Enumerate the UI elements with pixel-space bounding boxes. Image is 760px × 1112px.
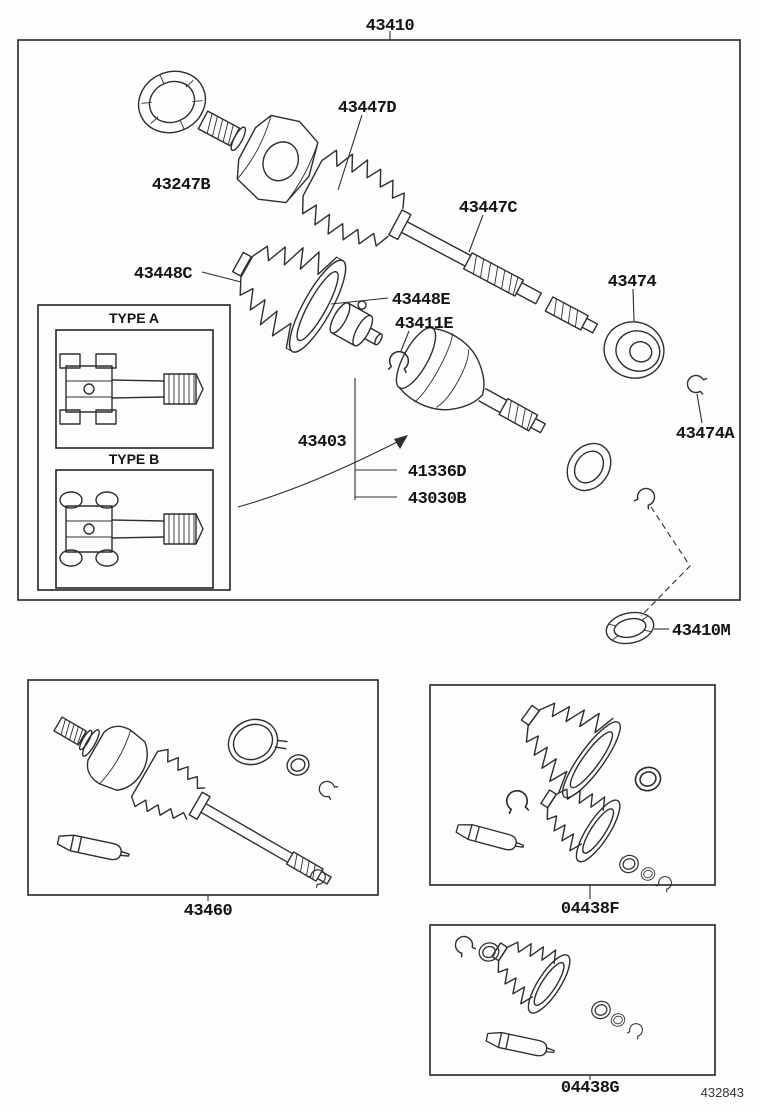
ring-41336d-drawing — [566, 442, 612, 492]
driveshaft-subfigure — [27, 679, 379, 896]
subfigure-label-04438g: 04438G — [561, 1079, 620, 1098]
small-clip-drawing — [451, 932, 477, 958]
inboard-bootkit-subfigure — [429, 924, 716, 1076]
damper-clamp-drawing — [684, 372, 708, 396]
callout-43448e: 43448E — [392, 291, 451, 310]
small-ring-drawing — [631, 763, 665, 795]
page-code: 432843 — [701, 1085, 744, 1100]
leader-lines — [201, 31, 703, 1080]
small-ring-drawing — [588, 998, 614, 1022]
type-b-joint-drawing — [59, 491, 204, 567]
grease-tube-drawing — [55, 831, 132, 864]
small-ring-drawing — [283, 751, 313, 779]
outboard-driveshaft-drawing — [197, 110, 599, 334]
small-ring-drawing — [609, 1011, 627, 1029]
oil-seal-drawing — [605, 611, 655, 645]
driveshaft-subfigure-drawing — [53, 716, 332, 885]
callout-43403: 43403 — [298, 433, 347, 452]
callout-43448c: 43448C — [134, 265, 193, 284]
callout-41336d: 41336D — [408, 463, 467, 482]
type-b-label: TYPE B — [109, 451, 160, 467]
tripod-spider-drawing — [329, 300, 383, 347]
callout-43447c: 43447C — [459, 199, 518, 218]
boot-clamp-large-drawing — [227, 718, 288, 766]
callout-43410: 43410 — [366, 17, 415, 36]
boot-clamp-drawing — [504, 788, 530, 815]
callout-43411e: 43411E — [395, 315, 454, 334]
bootkit-inboard-boot-drawing — [491, 941, 571, 1014]
pointer-arrow — [237, 435, 408, 508]
grease-tube-drawing — [484, 1029, 557, 1060]
bootkit-small-boot-drawing — [540, 788, 621, 863]
small-ring-drawing — [616, 852, 642, 876]
callout-43410m: 43410M — [672, 622, 731, 641]
shaft-clip-drawing — [633, 484, 659, 510]
grease-tube-drawing — [454, 820, 526, 855]
callout-43447d: 43447D — [338, 99, 397, 118]
type-a-label: TYPE A — [109, 310, 159, 326]
callout-43030b: 43030B — [408, 490, 467, 509]
subfigure-label-43460: 43460 — [184, 902, 233, 921]
small-ring-drawing — [639, 865, 657, 883]
dashed-leader — [640, 506, 691, 617]
callout-43474: 43474 — [608, 273, 657, 292]
assembly-outline-box — [17, 39, 741, 601]
callout-43247b: 43247B — [152, 176, 211, 195]
small-clip-drawing — [315, 777, 339, 801]
inboard-joint-drawing — [395, 326, 546, 434]
small-clip-drawing — [655, 873, 675, 893]
small-clip-drawing — [626, 1020, 646, 1040]
type-inset-box — [37, 304, 231, 591]
inboard-boot-drawing — [231, 245, 347, 353]
bootkit-large-boot-drawing — [520, 702, 621, 799]
outboard-bootkit-subfigure — [429, 684, 716, 893]
type-a-joint-drawing — [59, 353, 204, 425]
dust-deflector-drawing — [137, 70, 207, 134]
callout-43474a: 43474A — [676, 425, 736, 444]
dynamic-damper-drawing — [603, 321, 665, 379]
subfigure-label-04438f: 04438F — [561, 900, 620, 919]
